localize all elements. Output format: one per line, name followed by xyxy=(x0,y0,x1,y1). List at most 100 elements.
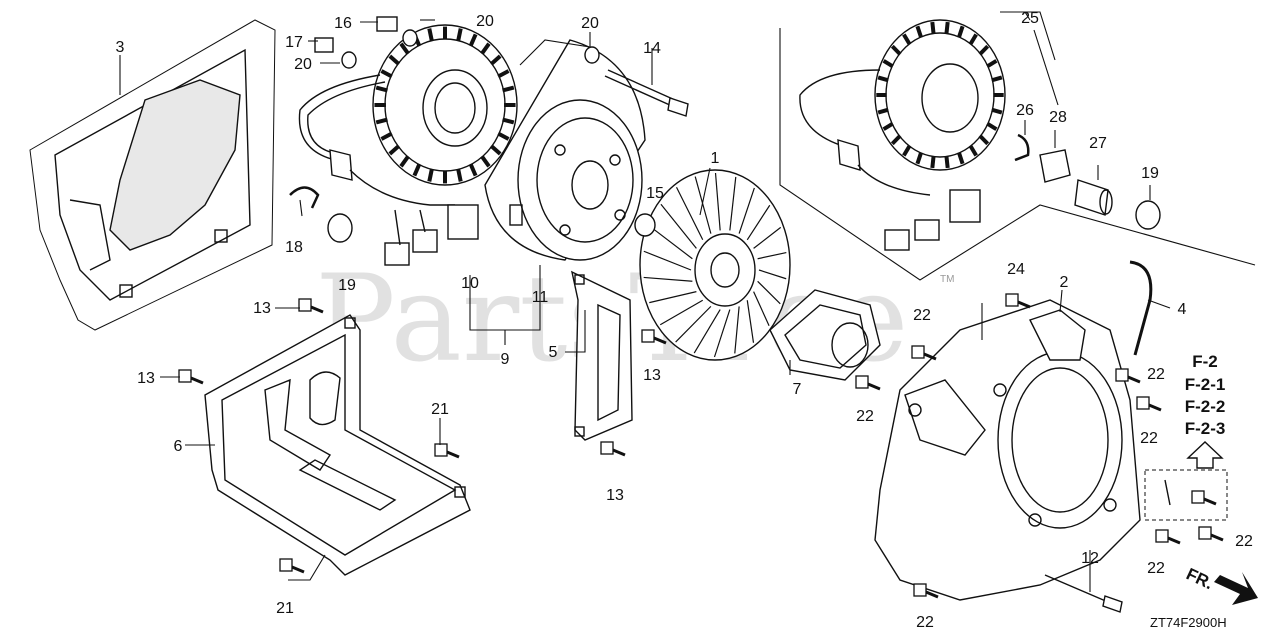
fan-fin xyxy=(734,306,740,354)
stator-tooth xyxy=(489,54,502,66)
bolt-head xyxy=(1005,293,1019,307)
reference-arrow xyxy=(1186,441,1224,469)
bolt-shank xyxy=(1167,536,1181,545)
stator-tooth xyxy=(978,44,990,56)
callout-22-e: 22 xyxy=(1235,533,1253,550)
part-6-base-bracket xyxy=(204,314,471,576)
callout-22-f: 22 xyxy=(1147,560,1165,577)
bolt-shank xyxy=(925,590,939,599)
stator-tooth xyxy=(399,42,410,55)
fan-fin xyxy=(659,299,704,326)
callout-26: 26 xyxy=(1016,102,1034,119)
stator-tooth xyxy=(388,54,401,66)
bolt-shank xyxy=(1127,375,1141,384)
bolt-head xyxy=(913,583,927,597)
callout-13-top: 13 xyxy=(253,300,271,317)
bolt-shank xyxy=(867,382,881,391)
part-12-bolt xyxy=(1044,574,1123,613)
stator-tooth xyxy=(930,155,936,169)
callout-14: 14 xyxy=(643,40,661,57)
trademark-mark: TM xyxy=(940,274,954,285)
fan-fin xyxy=(713,309,731,358)
stator-tooth xyxy=(468,33,478,47)
callout-16: 16 xyxy=(334,15,352,32)
bolt-head xyxy=(1198,526,1212,540)
stator-tooth xyxy=(399,155,410,168)
stator-tooth xyxy=(986,121,998,131)
stator-tooth xyxy=(930,21,936,35)
reference-list: F-2 F-2-1 F-2-2 F-2-3 xyxy=(1185,352,1226,438)
stator-tooth xyxy=(877,75,889,83)
bolt-shank xyxy=(923,352,937,361)
stator-tooth xyxy=(968,33,978,46)
bolt-head xyxy=(641,329,655,343)
callout-7: 7 xyxy=(793,381,802,398)
part-5-guide-plate xyxy=(571,270,633,441)
callout-19-left: 19 xyxy=(338,277,356,294)
part-19-clamp-left xyxy=(327,213,353,243)
fan-fin xyxy=(660,203,697,249)
callout-11: 11 xyxy=(532,289,549,306)
stator-tooth xyxy=(497,69,510,79)
stator-tooth xyxy=(489,144,502,156)
stator-tooth xyxy=(502,117,515,125)
fan-fin xyxy=(675,305,712,343)
part-26-clip xyxy=(1014,133,1030,162)
stator-tooth xyxy=(978,134,990,146)
callout-22-a: 22 xyxy=(913,307,931,324)
stator-tooth xyxy=(944,155,950,169)
stator-tooth xyxy=(412,163,422,177)
stator-tooth xyxy=(375,85,388,93)
kit-boundary xyxy=(779,28,1256,281)
ref-f22: F-2-2 xyxy=(1185,397,1226,416)
callout-10: 10 xyxy=(461,275,479,292)
stator-tooth xyxy=(915,25,923,39)
callout-20-mid: 20 xyxy=(581,15,599,32)
bolt-shank xyxy=(310,305,324,314)
callout-13-left: 13 xyxy=(137,370,155,387)
stator-tooth xyxy=(480,42,491,55)
fan-fin xyxy=(758,269,787,280)
fan-fin xyxy=(757,251,787,260)
callout-13-mid: 13 xyxy=(643,367,661,384)
callout-3: 3 xyxy=(116,39,125,56)
bolt-head xyxy=(1155,529,1169,543)
callout-22-g: 22 xyxy=(916,614,934,631)
fan-fin xyxy=(694,176,712,234)
bolt-head xyxy=(298,298,312,312)
part-15-nut xyxy=(634,213,656,237)
part-28-grommet xyxy=(1039,149,1071,183)
bolt-head xyxy=(178,369,192,383)
fan-fin xyxy=(746,204,771,241)
bolt-shank xyxy=(1203,497,1217,506)
callout-labels: 1 2 3 4 5 6 7 9 10 11 12 13 13 13 13 14 … xyxy=(116,10,1253,631)
fan-fin xyxy=(675,186,704,241)
callout-12: 12 xyxy=(1081,550,1099,567)
bolt-head xyxy=(1136,396,1150,410)
fan-fin xyxy=(649,291,697,304)
stator-tooth xyxy=(890,44,902,56)
part-20-washer-b xyxy=(341,51,357,69)
front-arrow-icon xyxy=(1214,572,1258,605)
stator-tooth xyxy=(375,117,388,125)
stator-tooth xyxy=(902,33,912,46)
bolt-shank xyxy=(190,376,204,385)
stator-tooth xyxy=(991,75,1003,83)
part-25-stator-kit xyxy=(799,19,1006,251)
callout-4: 4 xyxy=(1178,301,1187,318)
stator-tooth xyxy=(877,107,889,115)
part-17-fitting xyxy=(314,37,334,53)
callout-22-b: 22 xyxy=(856,408,874,425)
bolt-head xyxy=(1191,490,1205,504)
part-27-sleeve xyxy=(1074,179,1113,216)
bolt-head xyxy=(279,558,293,572)
part-1-fan xyxy=(639,169,791,361)
part-10-stator xyxy=(298,24,518,266)
callout-1: 1 xyxy=(711,150,720,167)
stator-tooth xyxy=(944,21,950,35)
part-3-side-panel xyxy=(29,19,276,331)
ref-f2: F-2 xyxy=(1192,352,1218,371)
bolt-head xyxy=(911,345,925,359)
